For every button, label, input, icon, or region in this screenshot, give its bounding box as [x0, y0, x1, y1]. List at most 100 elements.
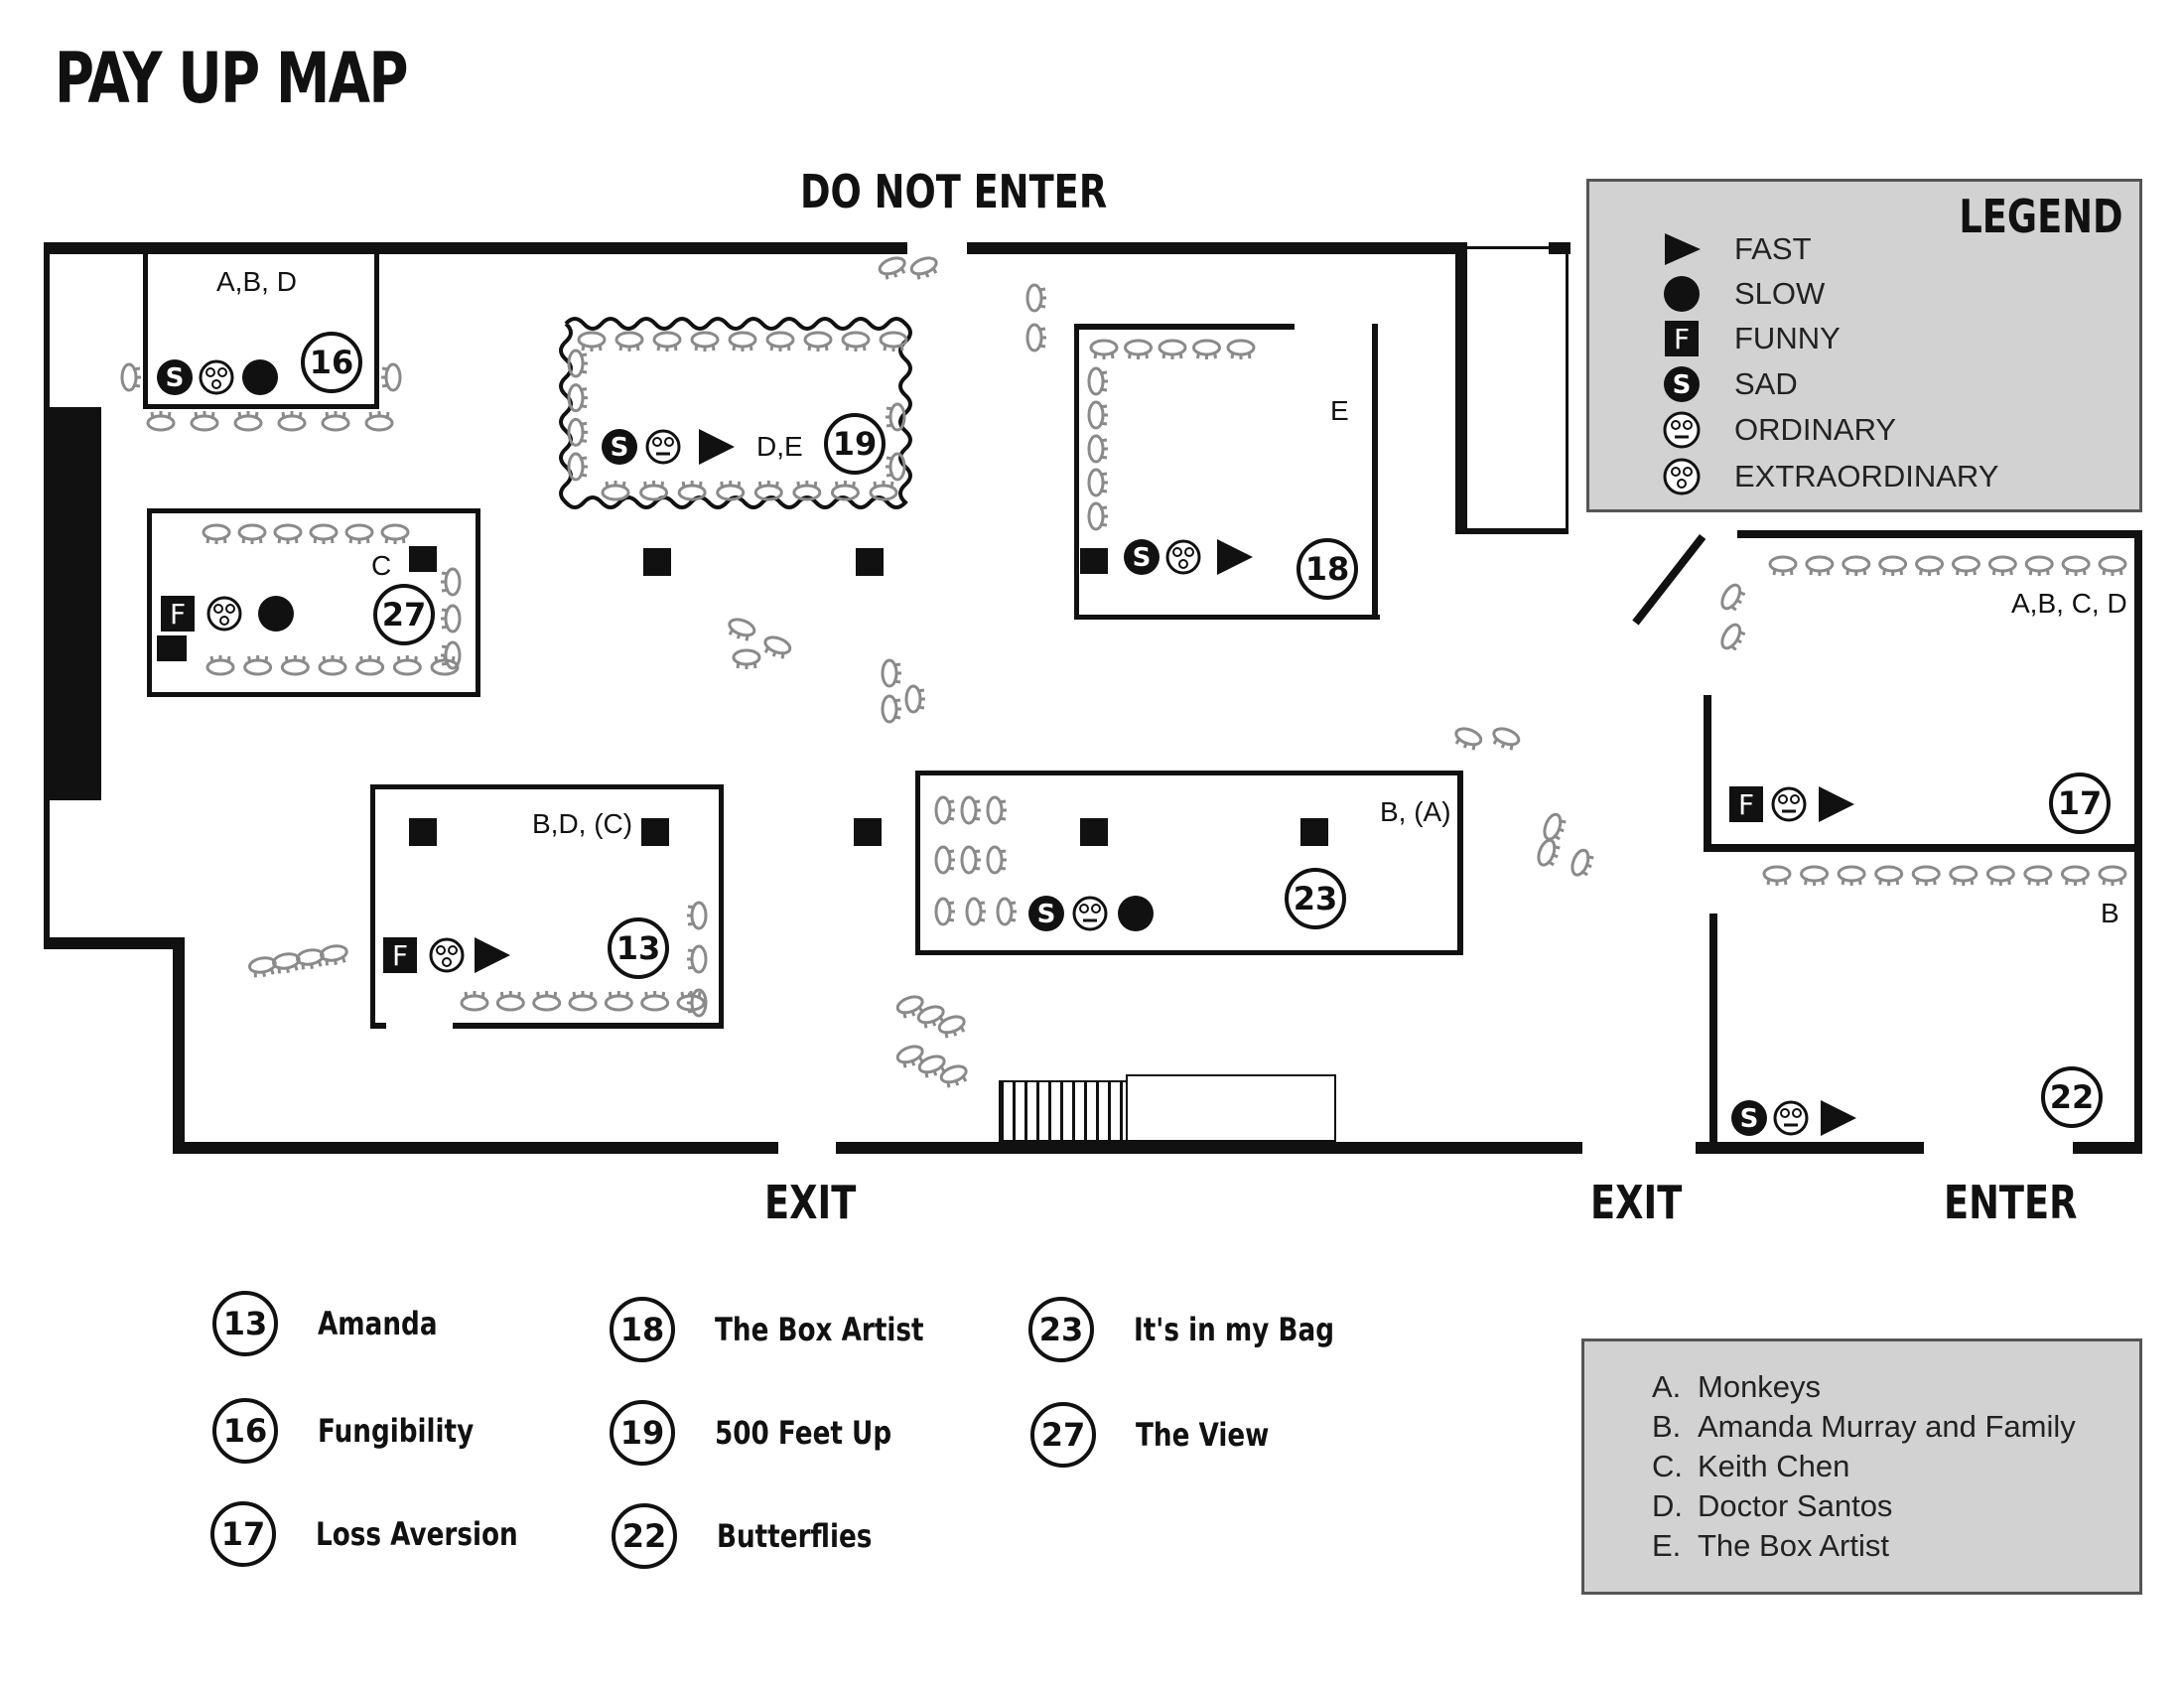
- artist-key-panel: A.Monkeys B.Amanda Murray and Family C.K…: [1581, 1338, 2142, 1595]
- chair-icon: [1570, 848, 1594, 877]
- svg-text:F: F: [392, 939, 408, 972]
- chair-icon: [392, 655, 422, 676]
- chair-icon: [202, 523, 231, 544]
- wall-bottom-1: [173, 1142, 778, 1154]
- title-entry-number: 19: [610, 1400, 675, 1466]
- sad-icon: S: [1124, 539, 1160, 575]
- chair-icon: [960, 845, 981, 875]
- chair-icon: [1124, 339, 1153, 359]
- slow-dot-icon: [1664, 276, 1700, 312]
- chair-icon: [380, 523, 410, 544]
- chair-icon: [886, 452, 906, 482]
- chair-icon: [2023, 865, 2053, 886]
- chair-icon: [937, 1015, 966, 1039]
- chair-icon: [639, 481, 669, 501]
- chair-icon: [1492, 727, 1521, 751]
- legend-panel: LEGEND FAST SLOW F FUNNY S SAD ORDINARY …: [1586, 179, 2142, 512]
- funny-f-icon: F: [383, 937, 417, 973]
- room-23: [915, 771, 1463, 955]
- chair-icon: [879, 331, 908, 352]
- chair-icon: [364, 411, 394, 432]
- chair-icon: [243, 655, 273, 676]
- chair-icon: [1915, 555, 1945, 576]
- legend-item-ordinary: ORDINARY: [1659, 410, 1896, 450]
- title-entry-number: 23: [1028, 1297, 1094, 1362]
- ordinary-face-icon: [1663, 411, 1701, 449]
- wall-17-top: [1737, 530, 2142, 538]
- chair-icon: [309, 523, 339, 544]
- chair-icon: [355, 655, 385, 676]
- room-13-number: 13: [608, 917, 669, 979]
- fast-triangle-icon: [475, 937, 510, 973]
- room-27-icons: F: [161, 596, 294, 632]
- chair-icon: [1089, 339, 1119, 359]
- chair-icon: [792, 481, 822, 501]
- chair-icon: [881, 658, 901, 688]
- slow-dot-icon: [242, 359, 278, 395]
- room-22-tags: B: [2101, 898, 2119, 928]
- legend-label: SAD: [1734, 366, 1798, 401]
- chair-icon: [687, 988, 708, 1018]
- chair-icon: [895, 995, 924, 1019]
- room-23-pillar-a: [1080, 818, 1108, 846]
- title-entry-name: Loss Aversion: [316, 1515, 518, 1553]
- chair-icon: [728, 331, 757, 352]
- chair-icon: [652, 331, 682, 352]
- extraordinary-face-icon: [1165, 539, 1201, 575]
- chair-icon: [986, 845, 1007, 875]
- chair-icon: [677, 481, 707, 501]
- chair-icon: [1454, 727, 1483, 751]
- chair-icon: [1025, 323, 1046, 352]
- title-entry-number: 17: [210, 1501, 276, 1567]
- chair-icon: [614, 331, 644, 352]
- legend-item-slow: SLOW: [1659, 274, 1825, 314]
- chair-icon: [763, 635, 792, 659]
- chair-icon: [939, 1064, 968, 1088]
- chair-icon: [1874, 865, 1904, 886]
- artist-key-row: D.Doctor Santos: [1652, 1488, 1893, 1523]
- sad-s-icon: S: [1664, 366, 1700, 402]
- chair-icon: [1837, 865, 1866, 886]
- title-entry-16: 16 Fungibility: [212, 1398, 508, 1464]
- chair-icon: [803, 331, 833, 352]
- pillar: [854, 818, 882, 846]
- room-23-right: [1457, 771, 1463, 953]
- wall-left-lower: [173, 937, 185, 1154]
- artist-key-row: B.Amanda Murray and Family: [1652, 1409, 2076, 1444]
- wall-17-left: [1704, 695, 1711, 852]
- chair-icon: [1949, 865, 1979, 886]
- chair-icon: [567, 417, 588, 447]
- chair-icon: [120, 362, 141, 392]
- wall-right: [2134, 530, 2142, 1154]
- chair-icon: [986, 795, 1007, 825]
- chair-icon: [1720, 583, 1746, 612]
- chair-icon: [765, 331, 795, 352]
- chair-icon: [904, 684, 925, 714]
- room-23-icons: S: [1028, 896, 1154, 931]
- sad-icon: S: [1028, 896, 1064, 931]
- chair-icon: [996, 897, 1017, 926]
- chair-icon: [1842, 555, 1871, 576]
- chair-icon: [909, 256, 938, 280]
- room-22-icons: S: [1731, 1100, 1856, 1136]
- enter-sign: ENTER: [1944, 1176, 2078, 1229]
- chair-icon: [247, 956, 277, 978]
- chair-icon: [146, 411, 176, 432]
- title-entry-number: 13: [212, 1291, 278, 1356]
- room-18-pillar: [1080, 548, 1108, 574]
- chair-icon: [567, 383, 588, 413]
- room-27-tags: C: [371, 550, 392, 581]
- title-entry-number: 27: [1030, 1402, 1096, 1468]
- room-19: [559, 317, 912, 509]
- chair-icon: [716, 481, 746, 501]
- chair-icon: [1800, 865, 1830, 886]
- title-entry-13: 13 Amanda: [212, 1291, 464, 1356]
- chair-icon: [237, 523, 267, 544]
- room-27-number: 27: [373, 584, 435, 645]
- chair-icon: [568, 991, 598, 1012]
- chair-icon: [577, 331, 607, 352]
- room-18-top: [1074, 324, 1295, 330]
- wall-top-left: [46, 242, 907, 254]
- sad-icon: S: [602, 429, 637, 465]
